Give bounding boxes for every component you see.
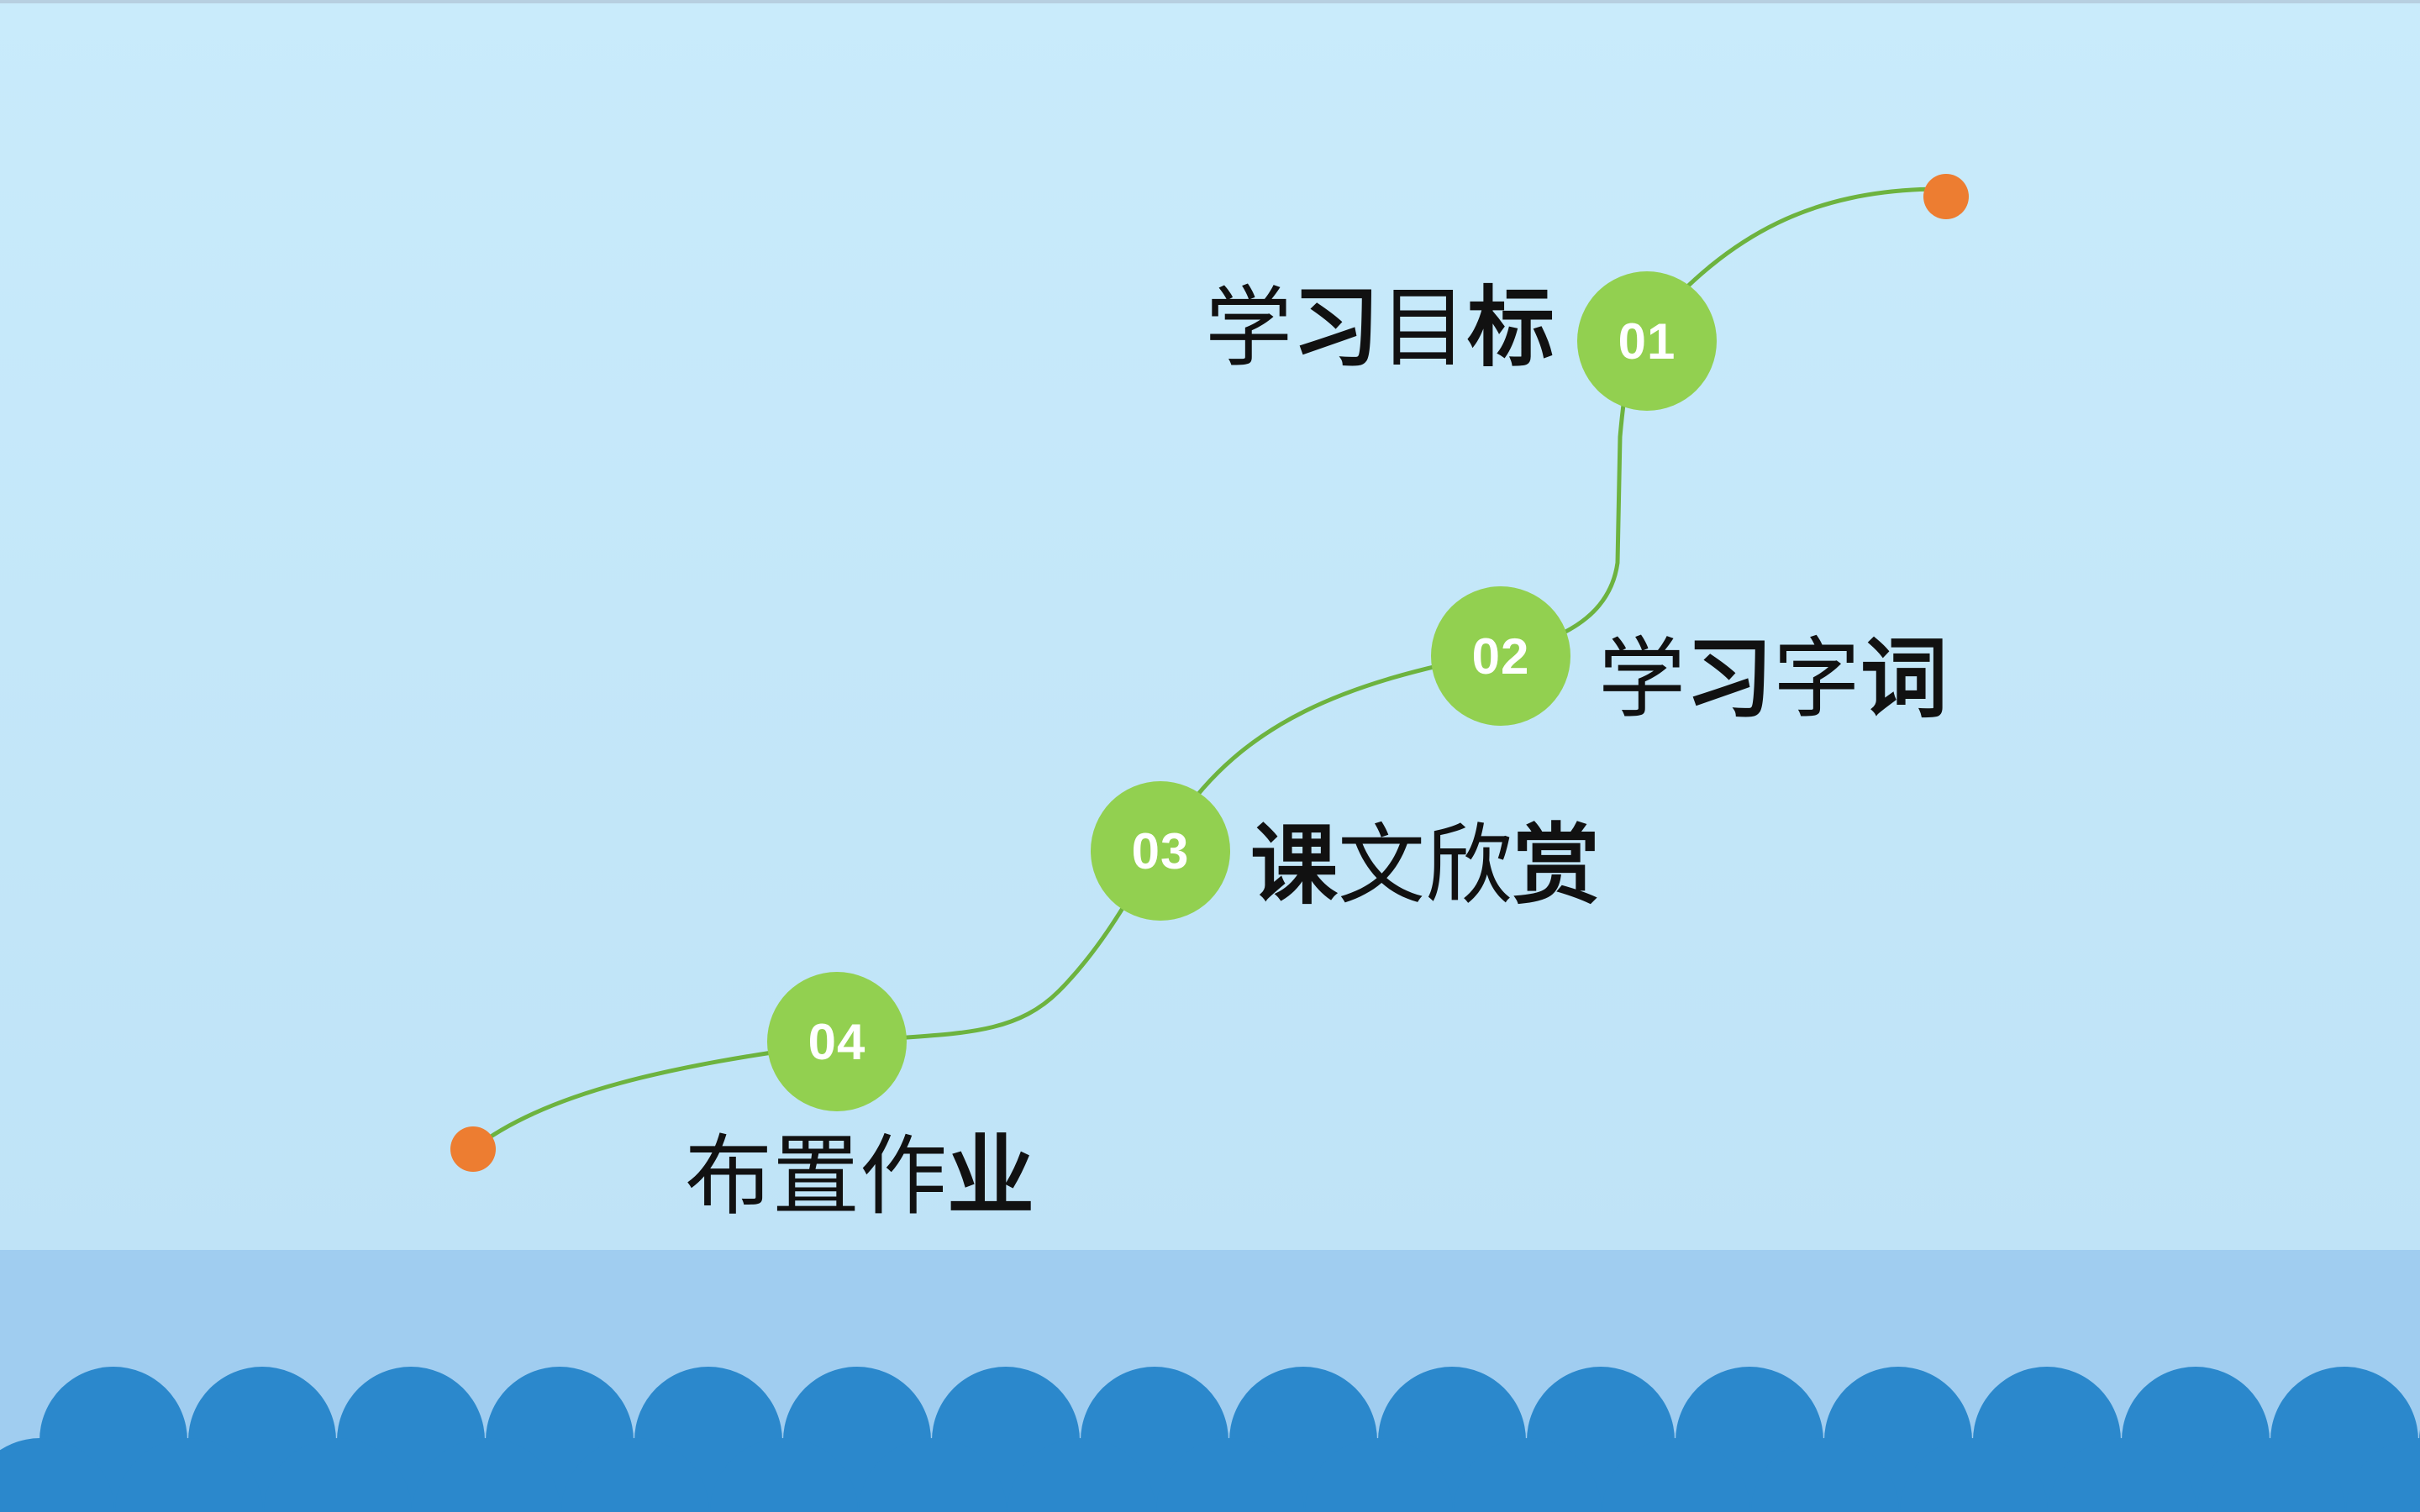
wave-scallop [1305,1438,1453,1512]
wave-scallop [2197,1438,2345,1512]
top-border-line [0,0,2420,3]
step-node-01[interactable]: 01 [1577,271,1717,411]
sky-background [0,0,2420,1252]
wave-scallop [1602,1438,1750,1512]
step-title-04[interactable]: 布置作业 [685,1125,1035,1227]
path-end-dot-bottom [450,1126,496,1172]
wave-scallop [2346,1438,2420,1512]
step-node-02[interactable]: 02 [1431,586,1570,726]
wave-scallop [1751,1438,1899,1512]
step-number-01: 01 [1618,312,1676,370]
path-end-dot-top [1923,174,1969,219]
wave-scallop [0,1438,114,1512]
wave-scallop [1007,1438,1155,1512]
wave-scallop [413,1438,560,1512]
step-node-04[interactable]: 04 [767,972,907,1111]
step-number-04: 04 [808,1013,866,1070]
waves-front-row [0,1438,2420,1512]
wave-scallop [1454,1438,1602,1512]
step-node-03[interactable]: 03 [1091,781,1230,921]
step-number-02: 02 [1471,627,1530,685]
wave-scallop [561,1438,709,1512]
wave-scallop [264,1438,412,1512]
wave-scallop [710,1438,858,1512]
step-title-02[interactable]: 学习字词 [1598,627,1949,730]
wave-scallop [1156,1438,1304,1512]
wave-scallop [2049,1438,2196,1512]
step-number-03: 03 [1131,822,1190,879]
wave-scallop [115,1438,263,1512]
wave-scallop [859,1438,1007,1512]
step-title-03[interactable]: 课文欣赏 [1250,814,1601,916]
wave-scallop [1900,1438,2048,1512]
step-title-01[interactable]: 学习目标 [1205,276,1555,379]
